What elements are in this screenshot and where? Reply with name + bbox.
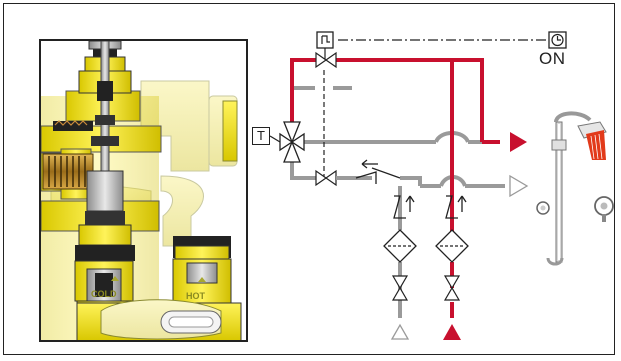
valve-cutaway-illustration: COLD HOT: [41, 41, 242, 340]
cold-inlet-arrow-icon: [390, 323, 410, 340]
valve-cutaway-panel: COLD HOT: [39, 39, 248, 342]
strainer-cold-icon: [383, 229, 417, 263]
shutoff-cold-icon: [391, 275, 409, 301]
timer-clock-icon: [548, 31, 567, 49]
solenoid-valve-icon: [315, 51, 337, 69]
hot-inlet-label: HOT: [186, 291, 206, 301]
strainer-hot-icon: [435, 229, 469, 263]
thermostatic-mixing-valve-icon: [269, 121, 305, 163]
solenoid-valve-actuator: [316, 31, 334, 49]
shutoff-hot-icon: [443, 275, 461, 301]
hot-water-piping: [290, 58, 500, 318]
check-valve-cold-icon: [393, 195, 415, 219]
cold-inlet-label: COLD: [91, 289, 117, 299]
shutoff-valve-icon: [315, 169, 355, 187]
shower-head-icon: [546, 111, 607, 266]
hot-inlet-arrow-icon: [443, 324, 461, 340]
mixed-outlet-arrow-icon: [509, 174, 529, 198]
shower-control-knob-icon: [536, 196, 614, 222]
timer-status-label: ON: [539, 49, 566, 68]
thermostat-label: T: [252, 127, 270, 145]
hot-outlet-arrow-icon: [510, 132, 527, 152]
check-valve-horizontal-icon: [355, 159, 401, 184]
check-valve-hot-icon: [445, 195, 467, 219]
